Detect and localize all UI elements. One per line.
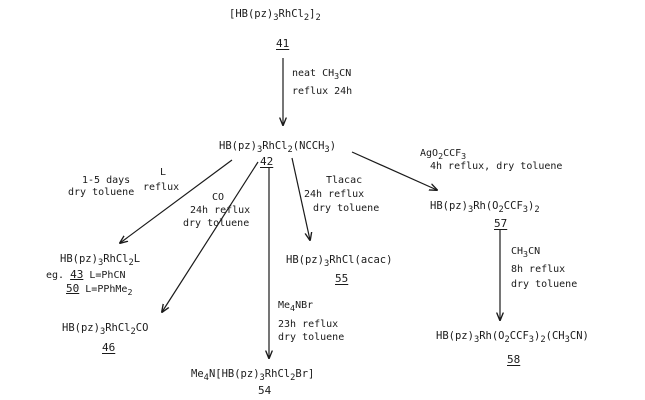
conditions-42-to-57-line2: 4h reflux, dry toluene: [430, 161, 563, 172]
conditions-57-to-58-line1: CH3CN: [511, 246, 541, 259]
conditions-42-to-46-line3: dry toluene: [183, 218, 250, 229]
conditions-42-to-57-line1: AgO2CCF3: [420, 148, 467, 161]
compound-43-number: 43: [70, 268, 84, 281]
compound-41-number: 41: [276, 37, 290, 50]
conditions-42-to-43-reagent: L: [160, 167, 167, 178]
compound-42-number: 42: [260, 155, 274, 168]
compound-46-formula: HB(pz)3RhCl2CO: [62, 322, 149, 338]
conditions-42-to-46-line1: CO: [212, 192, 225, 203]
conditions-57-to-58-line3: dry toluene: [511, 279, 578, 290]
conditions-42-to-43-line1: 1-5 days: [82, 175, 131, 186]
conditions-42-to-54-line2: 23h reflux: [278, 319, 339, 330]
compound-55-formula: HB(pz)3RhCl(acac): [286, 254, 393, 270]
conditions-41-to-42-line1: neat CH3CN: [292, 68, 352, 81]
conditions-42-to-55-line3: dry toluene: [313, 203, 380, 214]
conditions-42-to-55-line1: Tlacac: [326, 175, 363, 186]
compound-41-formula: [HB(pz)3RhCl2]2: [229, 8, 321, 24]
arrow-42-to-55: [291, 157, 310, 240]
conditions-42-to-43-line3: reflux: [143, 182, 180, 193]
compound-43-50-formula: HB(pz)3RhCl2L: [60, 253, 141, 269]
conditions-42-to-43-line2: dry toluene: [68, 187, 135, 198]
conditions-42-to-46-line2: 24h reflux: [190, 205, 251, 216]
arrow-42-to-46: [162, 161, 259, 312]
arrow-42-to-43: [120, 159, 233, 243]
compound-46-number: 46: [102, 341, 116, 354]
conditions-42-to-54-line3: dry toluene: [278, 332, 345, 343]
compound-43-example: eg. 43 L=PhCN: [46, 268, 126, 282]
conditions-42-to-55-line2: 24h reflux: [304, 189, 365, 200]
compound-54-number: 54: [258, 384, 272, 397]
conditions-41-to-42-line2: reflux 24h: [292, 86, 353, 97]
compound-50-example: 50 L=PPhMe2: [66, 282, 133, 298]
compound-54-formula: Me4N[HB(pz)3RhCl2Br]: [191, 368, 315, 384]
compound-57-number: 57: [494, 217, 508, 230]
compound-50-number: 50: [66, 282, 80, 295]
conditions-42-to-54-line1: Me4NBr: [278, 300, 314, 313]
conditions-57-to-58-line2: 8h reflux: [511, 264, 566, 275]
compound-57-formula: HB(pz)3Rh(O2CCF3)2: [430, 200, 540, 216]
compound-55-number: 55: [335, 272, 349, 285]
compound-58-number: 58: [507, 353, 521, 366]
compound-58-formula: HB(pz)3Rh(O2CCF3)2(CH3CN): [436, 330, 589, 346]
compound-42-formula: HB(pz)3RhCl2(NCCH3): [219, 140, 337, 156]
arrow-42-to-57: [351, 151, 437, 190]
